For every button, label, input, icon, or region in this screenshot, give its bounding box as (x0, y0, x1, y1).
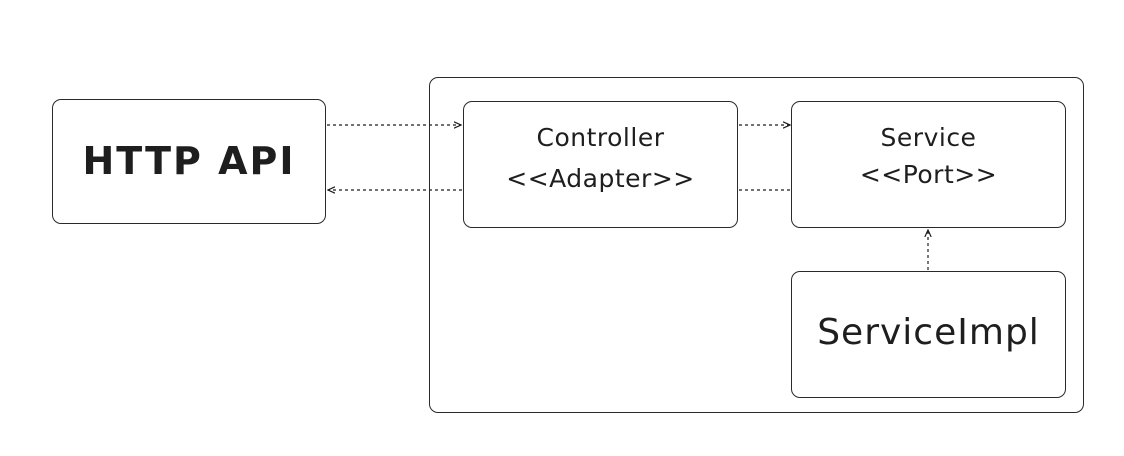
service-impl-box: ServiceImpl (791, 271, 1066, 398)
controller-box: Controller <<Adapter>> (463, 101, 738, 228)
controller-title: Controller (536, 123, 665, 152)
service-title: Service (880, 123, 977, 152)
http-api-box: HTTP API (52, 99, 326, 224)
service-box: Service <<Port>> (791, 101, 1066, 228)
service-impl-label: ServiceImpl (817, 312, 1040, 353)
service-stereotype: <<Port>> (859, 160, 998, 189)
controller-stereotype: <<Adapter>> (506, 164, 695, 193)
http-api-label: HTTP API (82, 139, 296, 183)
